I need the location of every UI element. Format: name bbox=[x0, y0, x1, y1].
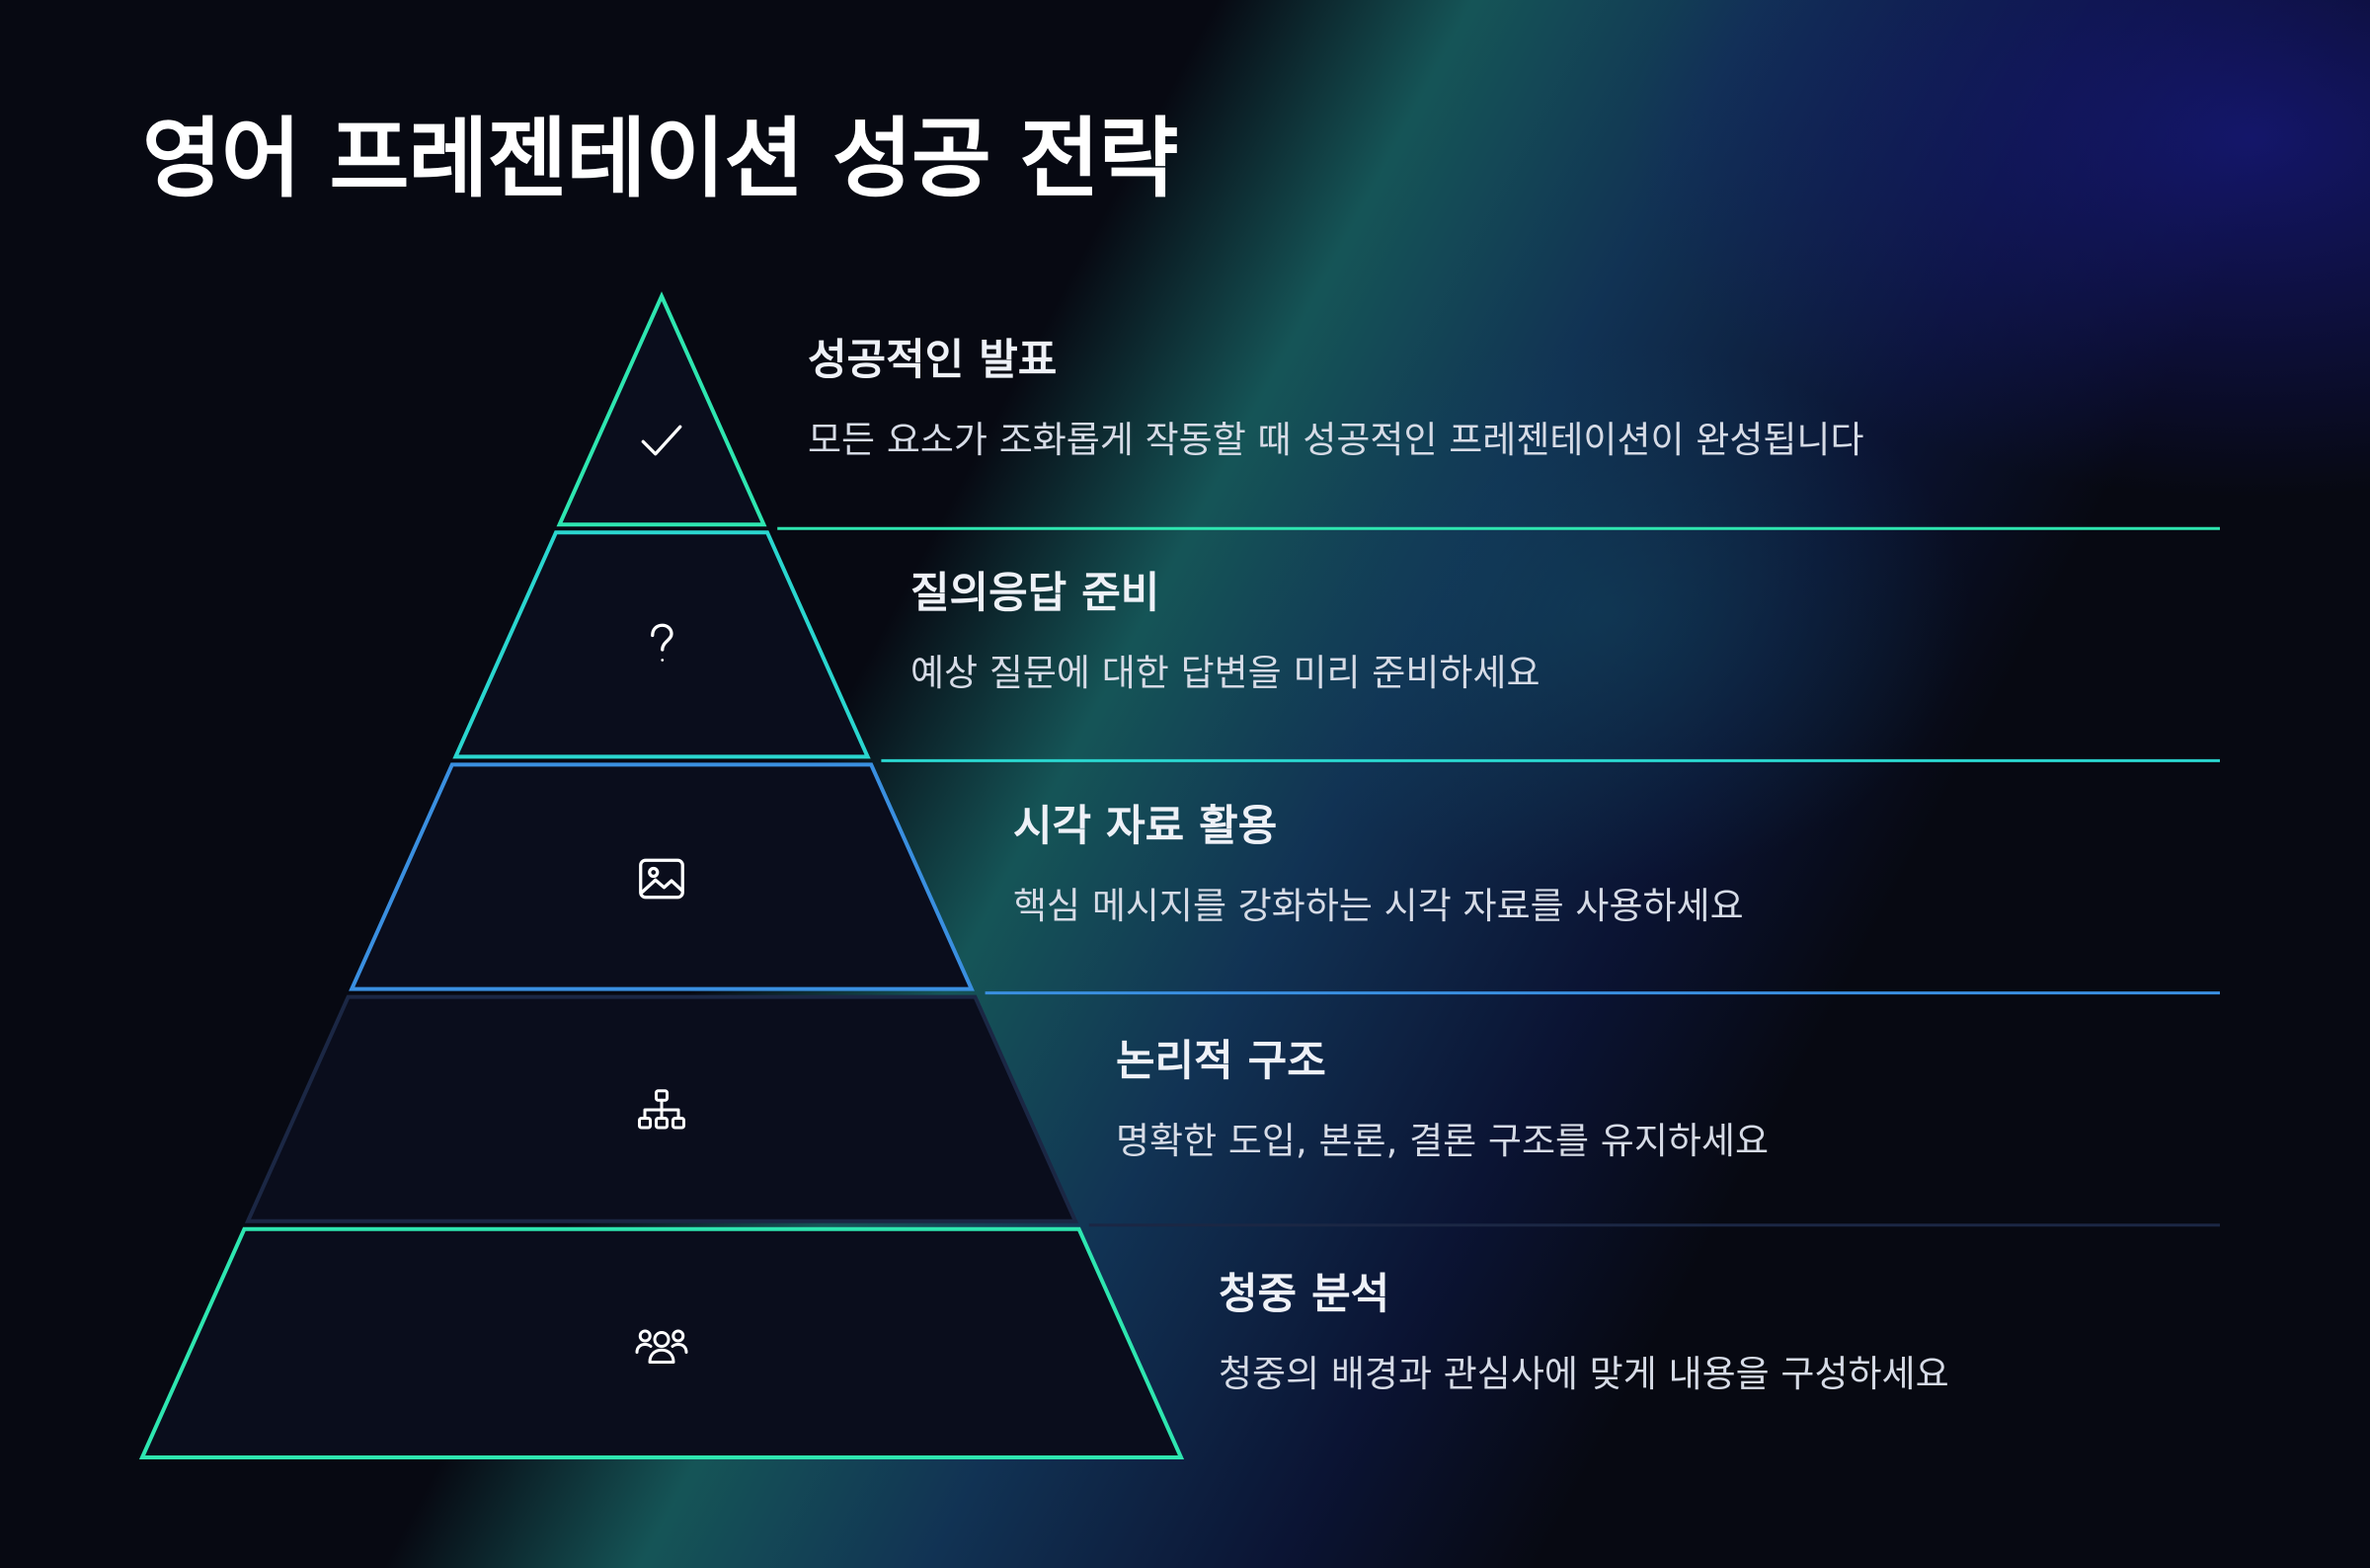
step-logical-structure: 논리적 구조 명확한 도입, 본론, 결론 구조를 유지하세요 bbox=[1116, 1037, 1769, 1163]
hierarchy-icon bbox=[638, 1089, 686, 1130]
pyramid-tier-3 bbox=[349, 762, 975, 991]
step-visual-aids: 시각 자료 활용 핵심 메시지를 강화하는 시각 자료를 사용하세요 bbox=[1013, 802, 1744, 928]
image-icon bbox=[639, 858, 684, 900]
step-title: 질의응답 준비 bbox=[910, 569, 1160, 618]
step-title: 청중 분석 bbox=[1219, 1270, 1390, 1319]
pyramid-tier-5 bbox=[138, 1226, 1185, 1459]
question-icon bbox=[651, 623, 673, 662]
step-title: 논리적 구조 bbox=[1116, 1037, 1326, 1086]
checkmark-icon bbox=[641, 425, 682, 456]
step-description: 청중의 배경과 관심사에 맞게 내용을 구성하세요 bbox=[1219, 1352, 1949, 1395]
pyramid-tier-1 bbox=[556, 291, 767, 527]
step-audience-analysis: 청중 분석 청중의 배경과 관심사에 맞게 내용을 구성하세요 bbox=[1219, 1270, 1949, 1396]
step-title: 성공적인 발표 bbox=[808, 336, 1058, 385]
step-title: 시각 자료 활용 bbox=[1013, 802, 1278, 851]
step-description: 모든 요소가 조화롭게 작동할 때 성공적인 프레젠테이션이 완성됩니다 bbox=[808, 418, 1864, 461]
pyramid-tier-2 bbox=[452, 530, 871, 759]
page-title: 영어 프레젠테이션 성공 전략 bbox=[142, 108, 1178, 209]
step-description: 명확한 도입, 본론, 결론 구조를 유지하세요 bbox=[1116, 1119, 1770, 1162]
step-qa-preparation: 질의응답 준비 예상 질문에 대한 답변을 미리 준비하세요 bbox=[910, 569, 1540, 695]
step-description: 예상 질문에 대한 답변을 미리 준비하세요 bbox=[910, 651, 1540, 694]
step-description: 핵심 메시지를 강화하는 시각 자료를 사용하세요 bbox=[1013, 884, 1744, 927]
audience-icon bbox=[635, 1329, 688, 1364]
step-successful-presentation: 성공적인 발표 모든 요소가 조화롭게 작동할 때 성공적인 프레젠테이션이 완… bbox=[808, 336, 1864, 462]
